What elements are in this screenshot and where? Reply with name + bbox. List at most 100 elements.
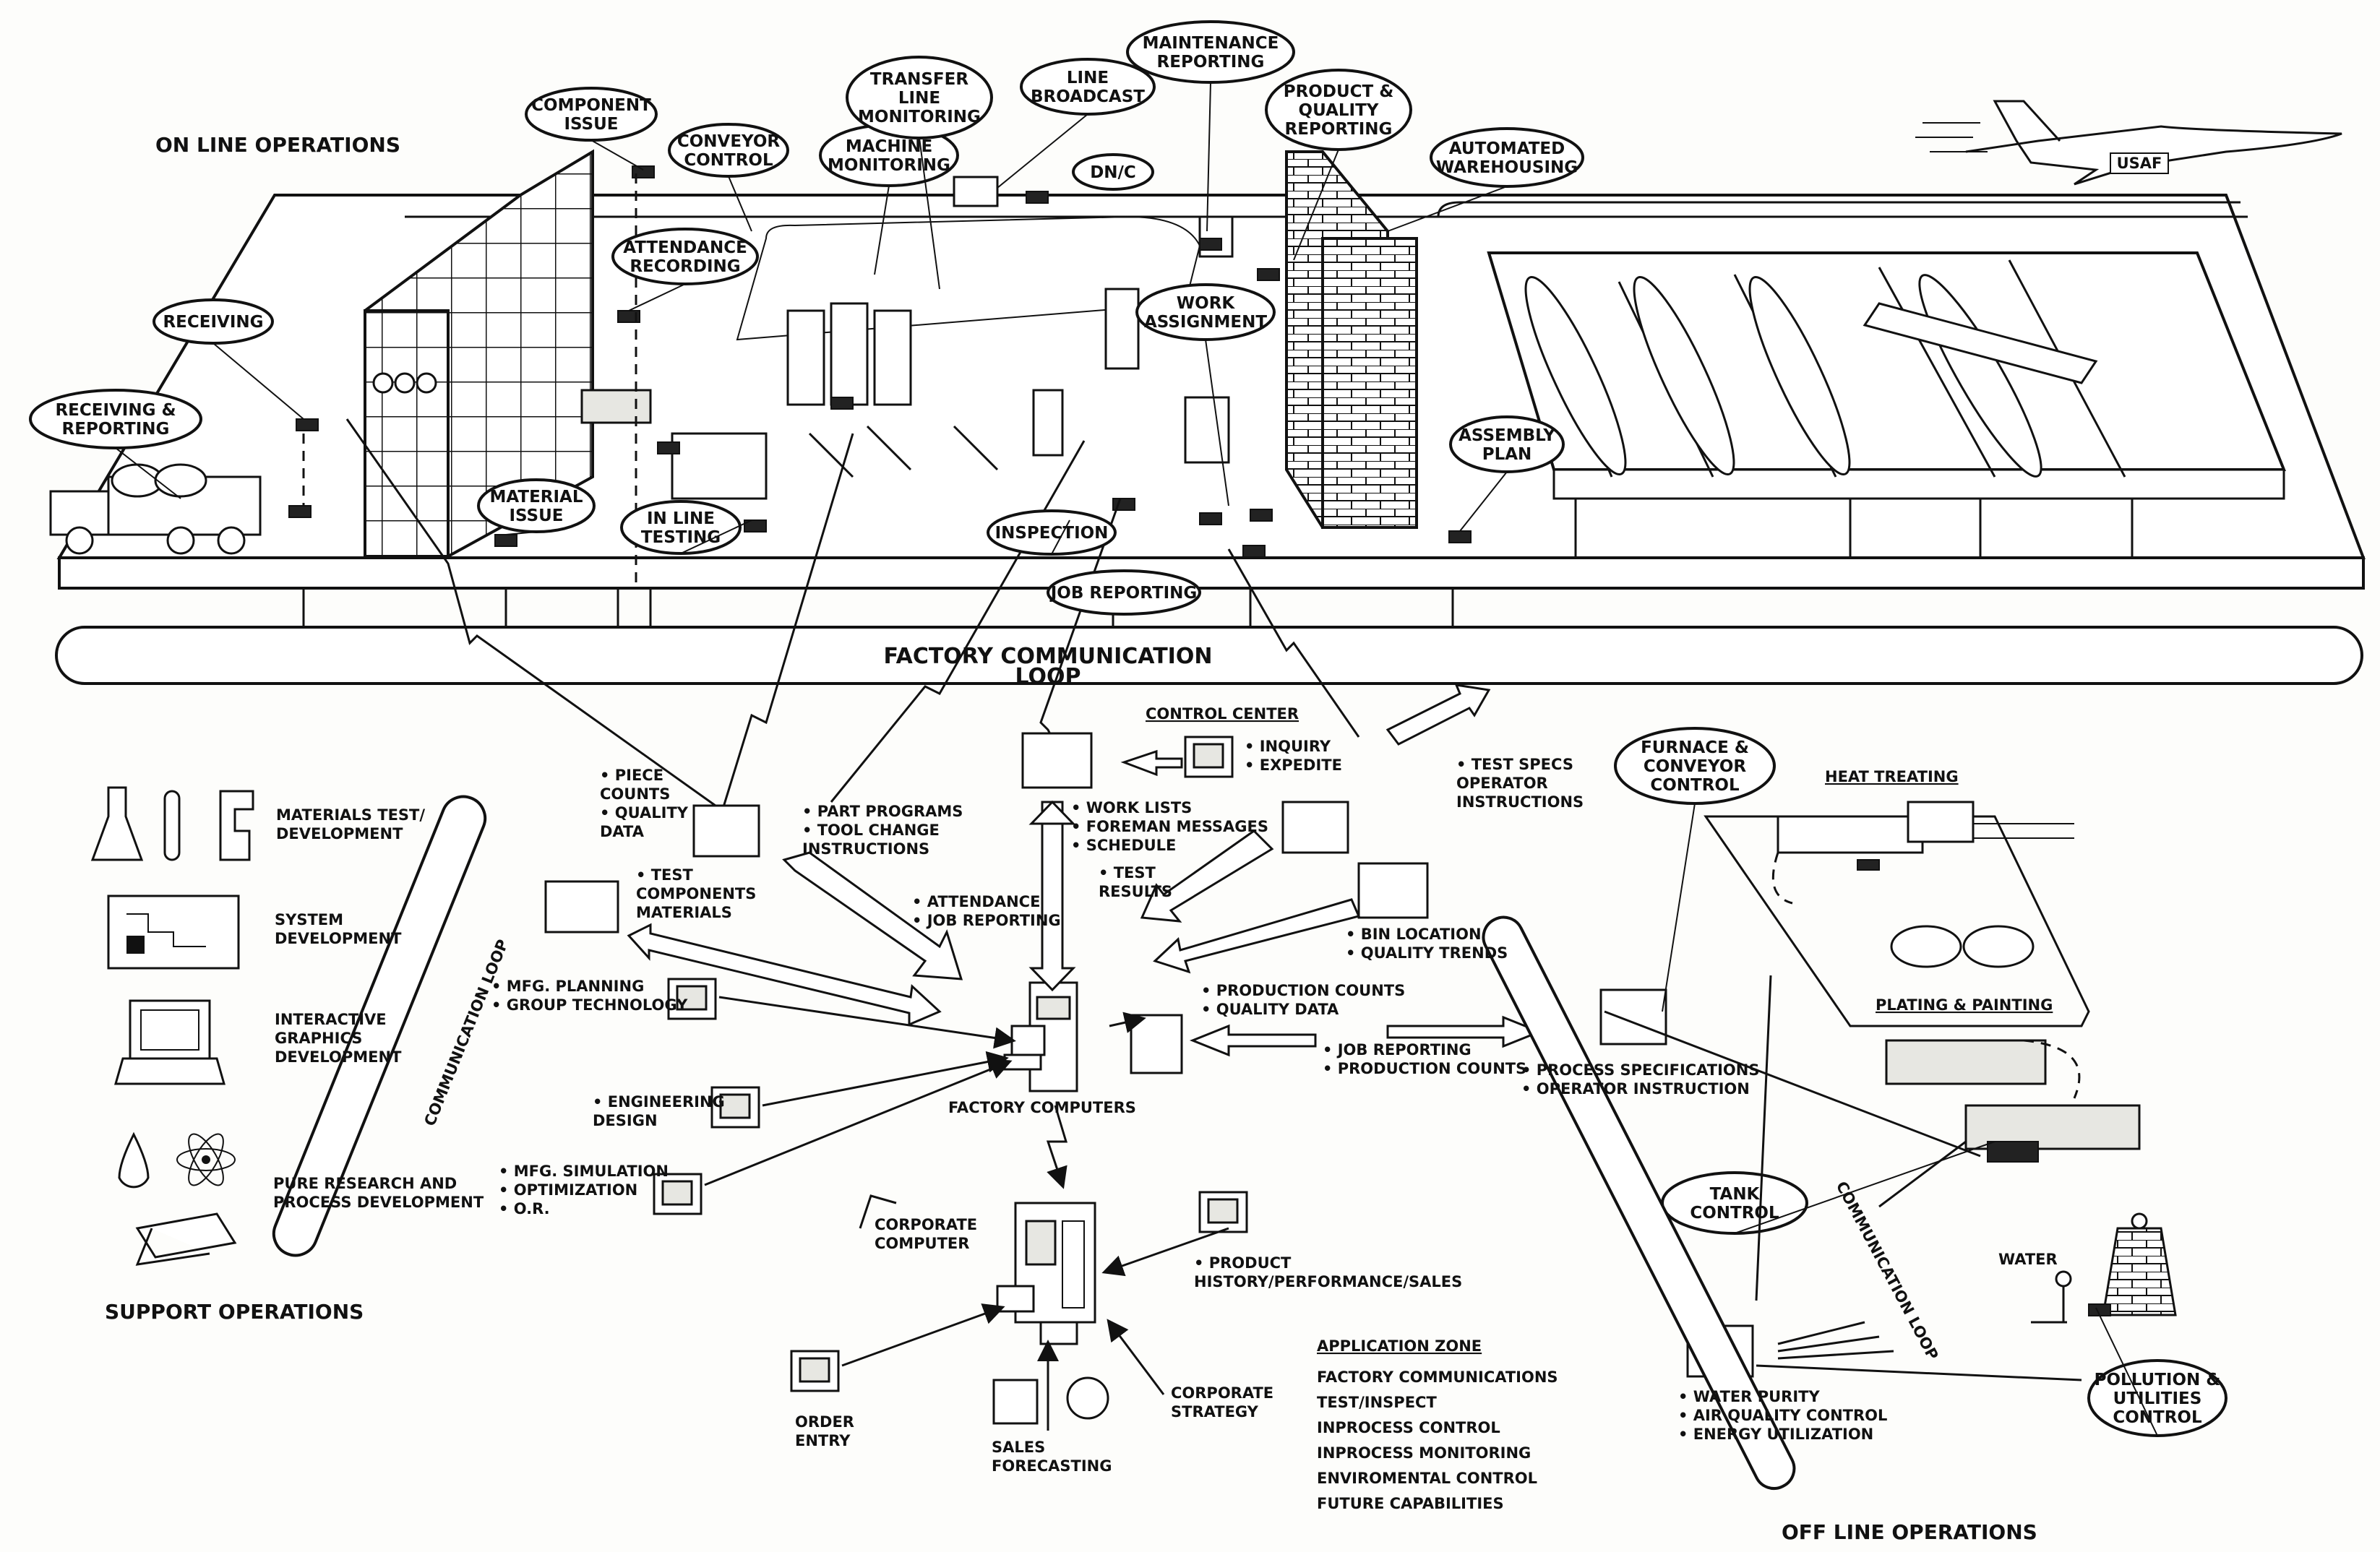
machine-cluster (580, 176, 1234, 500)
label-line: • JOB REPORTING (1323, 1041, 1472, 1059)
test-tube-icon (163, 790, 181, 861)
label-line: INSTRUCTIONS (802, 840, 929, 858)
water-drop-icon (118, 1131, 150, 1189)
bubble-text: CONTROL (2113, 1408, 2202, 1427)
label-work-lists: • WORK LISTS• FOREMAN MESSAGES• SCHEDULE (1071, 799, 1268, 854)
bubble-receiving: RECEIVING (152, 298, 274, 345)
bubble-text: LINE (898, 89, 940, 108)
right-loop-label: COMMUNICATION LOOP (1833, 1178, 1942, 1363)
label-plating-painting: PLATING & PAINTING (1876, 996, 2053, 1014)
label-line: SALES (992, 1439, 1045, 1456)
corporate-computer-icon (996, 1202, 1096, 1345)
bubble-text: MONITORING (828, 156, 950, 175)
bubble-text: ASSIGNMENT (1144, 313, 1267, 332)
label-line: • MFG. PLANNING (491, 978, 644, 995)
plating-tanks (1885, 925, 2141, 1163)
usaf-jet: USAF (1915, 100, 2342, 186)
bubble-text: MAINTENANCE (1143, 34, 1279, 53)
water-tower (2031, 1212, 2177, 1324)
label-line: HISTORY/PERFORMANCE/SALES (1194, 1273, 1462, 1290)
connector-line (1205, 339, 1229, 506)
connector-line (628, 283, 686, 311)
label-line: • QUALITY TRENDS (1346, 944, 1508, 962)
label-mfg-simulation: • MFG. SIMULATION• OPTIMIZATION• O.R. (499, 1163, 669, 1217)
terminal-mfg-planning (667, 978, 717, 1020)
label-line: • MFG. SIMULATION (499, 1163, 669, 1180)
heat-treating-furnace (1777, 801, 2074, 871)
label-line: • PROCESS SPECIFICATIONS (1521, 1061, 1760, 1079)
support-label-line: DEVELOPMENT (276, 825, 403, 842)
label-line: • O.R. (499, 1200, 550, 1217)
bubble-text: REPORTING (1285, 120, 1393, 139)
bubble-text: ASSEMBLY (1458, 426, 1555, 445)
storage-rack (364, 149, 594, 558)
label-heat-treating: HEAT TREATING (1825, 768, 1959, 785)
bubble-job-reporting: JOB REPORTING (1047, 569, 1201, 616)
application-zone-item: INPROCESS MONITORING (1317, 1444, 1531, 1462)
label-line: • QUALITY DATA (1201, 1001, 1339, 1018)
label-line: STRATEGY (1171, 1403, 1259, 1420)
bubble-text: MACHINE (846, 137, 932, 156)
support-icons (90, 786, 254, 1266)
cabinet-test-specs (1281, 801, 1349, 854)
brick-building (1285, 150, 1418, 530)
support-labels: MATERIALS TEST/DEVELOPMENTSYSTEMDEVELOPM… (273, 806, 484, 1211)
application-zone-title: APPLICATION ZONE (1317, 1337, 1482, 1355)
connector-line (997, 113, 1088, 189)
bubble-text: RECEIVING (163, 313, 263, 332)
terminal-sales (992, 1376, 1109, 1425)
application-zone-item: ENVIROMENTAL CONTROL (1317, 1470, 1537, 1487)
label-line: OPERATOR (1456, 775, 1548, 792)
label-line: • WATER PURITY (1678, 1388, 1820, 1405)
label-job-reporting-prod: • JOB REPORTING• PRODUCTION COUNTS (1323, 1041, 1526, 1077)
label-line: • FOREMAN MESSAGES (1071, 818, 1268, 835)
bubble-connectors (115, 82, 2158, 1436)
connector-line (2095, 1307, 2158, 1436)
bubble-text: CONTROL (1650, 776, 1740, 795)
label-bin-location: • BIN LOCATION• QUALITY TRENDS (1346, 926, 1508, 962)
terminal-inquiry (1184, 736, 1234, 778)
label-line: • ENGINEERING (593, 1093, 725, 1111)
label-line: • AIR QUALITY CONTROL (1678, 1407, 1887, 1424)
clamp-icon (219, 790, 254, 861)
terminal-simulation (653, 1173, 703, 1215)
label-line: • ENERGY UTILIZATION (1678, 1426, 1873, 1443)
label-inquiry: • INQUIRY• EXPEDITE (1245, 738, 1342, 774)
bubble-text: WORK (1177, 294, 1236, 313)
terminal-order-entry (790, 1350, 840, 1392)
support-label-line: DEVELOPMENT (275, 1048, 402, 1066)
bubble-text: ISSUE (509, 506, 563, 525)
bubble-text: PLAN (1482, 445, 1532, 464)
connector-line (1206, 82, 1211, 232)
support-label-line: PURE RESEARCH AND (273, 1175, 457, 1192)
bubble-receiving-reporting: RECEIVING &REPORTING (29, 389, 202, 449)
application-zone: APPLICATION ZONE FACTORY COMMUNICATIONST… (1317, 1337, 1558, 1512)
support-label-line: INTERACTIVE (275, 1011, 387, 1028)
off-line-area: COMMUNICATION LOOP (1482, 801, 2177, 1490)
label-line: • WORK LISTS (1071, 799, 1192, 816)
label-factory-computers: FACTORY COMPUTERS (948, 1099, 1136, 1116)
bubble-text: QUALITY (1299, 101, 1379, 120)
application-zone-item: INPROCESS CONTROL (1317, 1419, 1500, 1436)
application-zone-item: TEST/INSPECT (1317, 1394, 1437, 1411)
bubble-text: TRANSFER (870, 70, 968, 89)
connector-line (728, 176, 752, 232)
flask-icon (90, 786, 144, 861)
connector-line (919, 137, 940, 290)
bubble-text: REPORTING (1157, 53, 1265, 72)
bubble-text: TANK (1710, 1185, 1761, 1204)
connector-line (505, 531, 537, 535)
